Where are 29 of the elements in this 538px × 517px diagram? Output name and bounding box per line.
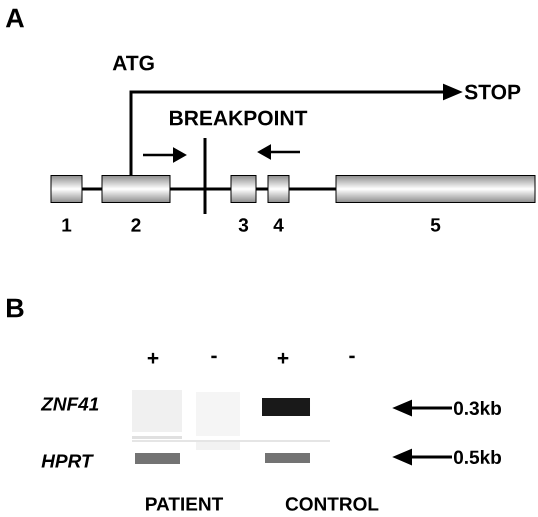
lane-sign: +: [148, 352, 158, 364]
exon-box: 5: [336, 175, 536, 232]
intron-line: [290, 188, 336, 190]
gene-label: ZNF41: [40, 397, 98, 411]
exon-box: 3: [230, 175, 256, 232]
band-size-label: 0.3kb: [454, 401, 501, 415]
band-size-label: 0.5kb: [454, 450, 501, 464]
node-label: 2: [131, 218, 141, 232]
start-codon-label: ATG: [112, 56, 154, 70]
node-label: 4: [274, 218, 284, 232]
panel-letter: A: [6, 8, 24, 28]
gene-label: HPRT: [42, 454, 94, 468]
lane-group-label: CONTROL: [286, 497, 378, 511]
lane-sign: -: [349, 356, 355, 358]
intron-line: [170, 188, 230, 190]
lane-sign: -: [211, 356, 217, 358]
node-label: 1: [62, 218, 72, 232]
breakpoint-label: BREAKPOINT: [170, 110, 308, 126]
panel-letter: B: [7, 298, 24, 318]
lane-group-label: PATIENT: [146, 497, 224, 511]
stop-codon-label: STOP: [464, 84, 520, 100]
lane-sign: +: [278, 352, 288, 364]
exon-box: 1: [50, 175, 82, 232]
intron-line: [256, 188, 268, 190]
node-label: 5: [430, 218, 440, 232]
intron-line: [82, 188, 102, 190]
node-label: 3: [238, 218, 248, 232]
exon-box: 4: [268, 175, 290, 232]
exon-box: 2: [102, 175, 170, 232]
